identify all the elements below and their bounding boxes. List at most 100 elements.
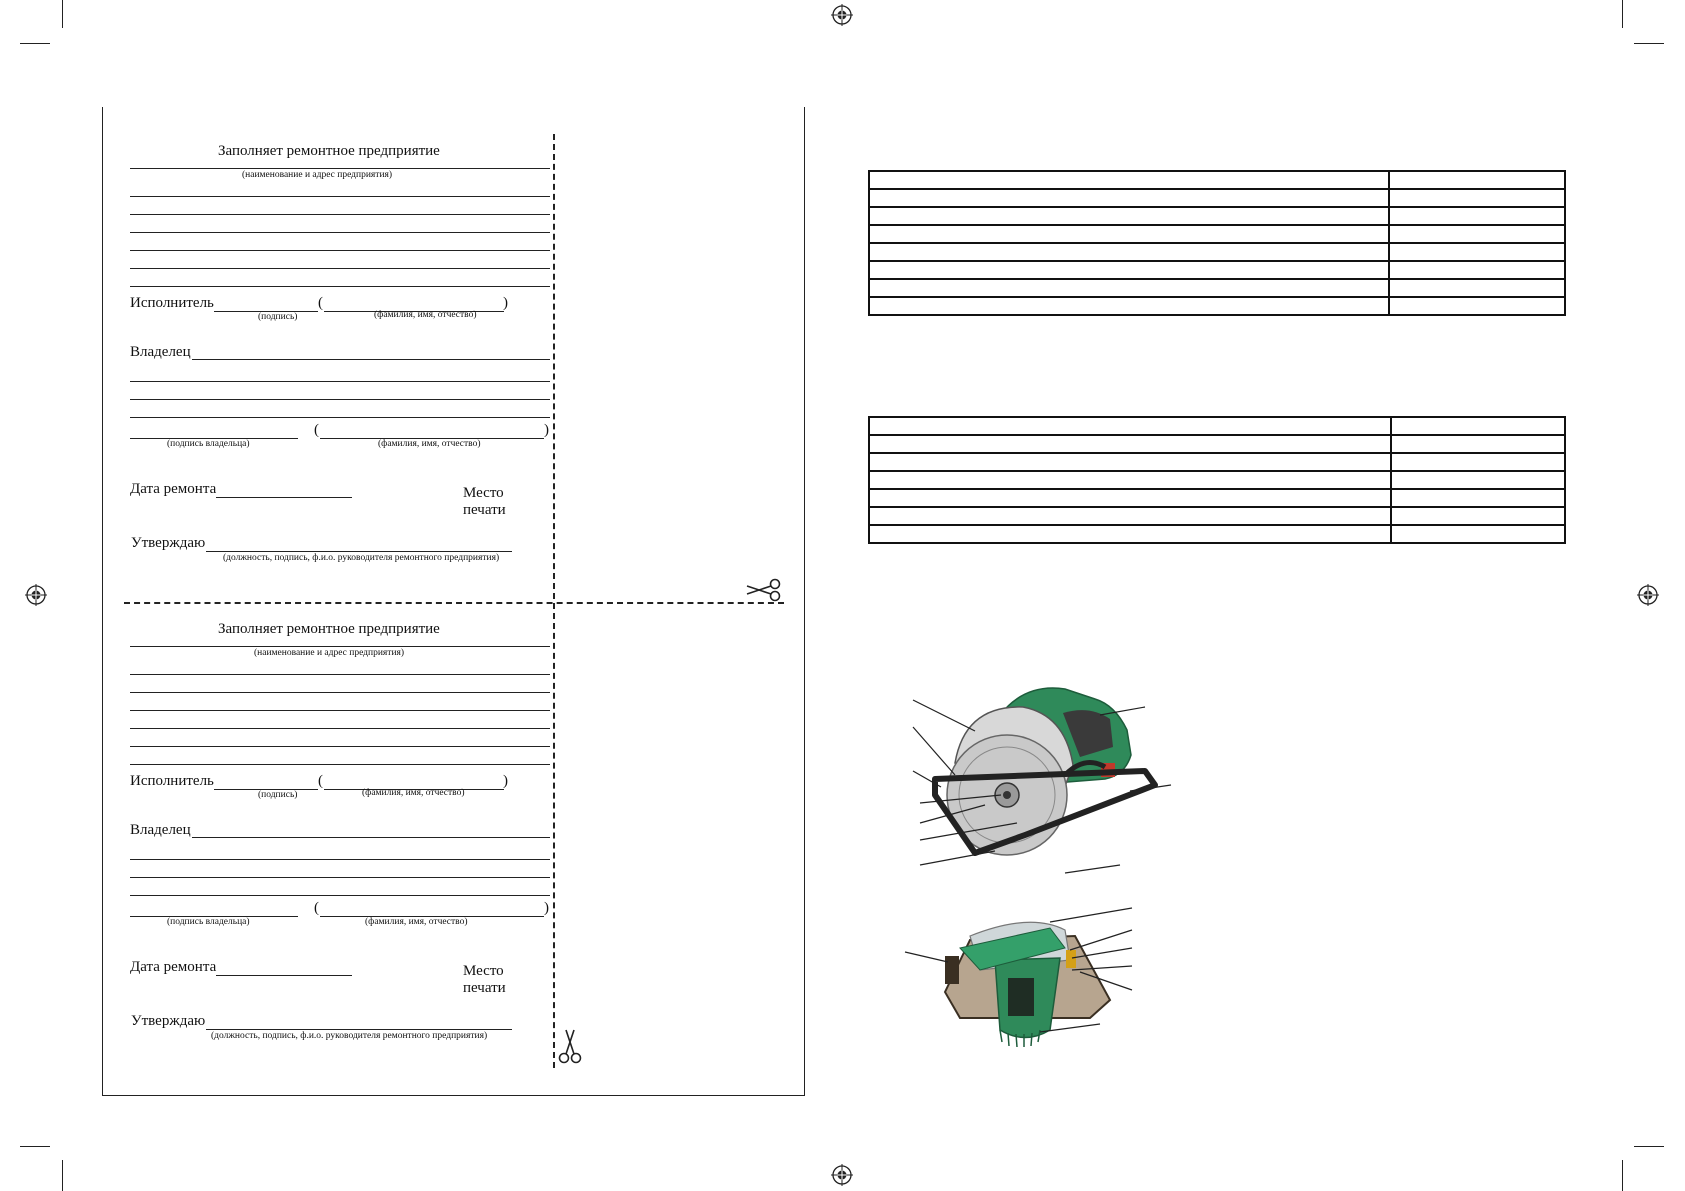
repair-date-line[interactable]	[216, 975, 352, 976]
stamp-place-line2: печати	[463, 502, 506, 518]
table-cell	[868, 260, 1390, 280]
table-cell	[1388, 188, 1566, 208]
table-cell	[1388, 224, 1566, 244]
table-row	[868, 296, 1566, 316]
crop-mark	[1634, 1146, 1664, 1147]
table-cell	[868, 506, 1392, 526]
approve-label: Утверждаю	[131, 1013, 206, 1029]
circular-saw-top-view	[904, 907, 1133, 1048]
owner-fio-caption: (фамилия, имя, отчество)	[378, 439, 481, 449]
registration-mark-icon	[25, 584, 47, 606]
owner-signature-line[interactable]	[130, 916, 298, 917]
fill-line[interactable]	[130, 196, 550, 197]
table-row	[868, 434, 1566, 454]
signature-caption: (подпись)	[258, 312, 298, 322]
table-cell	[868, 524, 1392, 544]
table-cell	[1388, 278, 1566, 298]
owner-label: Владелец	[130, 344, 191, 360]
fill-line[interactable]	[130, 692, 550, 693]
fill-line[interactable]	[130, 746, 550, 747]
fill-line[interactable]	[130, 859, 550, 860]
executor-fio-line[interactable]	[324, 789, 504, 790]
fill-line[interactable]	[130, 268, 550, 269]
table-cell	[1390, 452, 1566, 472]
table-row	[868, 224, 1566, 244]
owner-signature-line[interactable]	[130, 438, 298, 439]
table-cell	[1390, 434, 1566, 454]
approve-line[interactable]	[206, 1029, 512, 1030]
crop-mark	[1634, 43, 1664, 44]
form-heading: Заполняет ремонтное предприятие	[218, 143, 440, 159]
table-cell	[1390, 488, 1566, 508]
approve-caption: (должность, подпись, ф.и.о. руководителя…	[223, 553, 500, 563]
crop-mark	[1622, 0, 1623, 28]
table-cell	[868, 206, 1390, 226]
crop-mark	[62, 0, 63, 28]
signature-caption: (подпись)	[258, 790, 298, 800]
fill-line[interactable]	[130, 214, 550, 215]
paren-close: )	[544, 422, 549, 438]
spec-table-2	[868, 416, 1566, 544]
repair-date-label: Дата ремонта	[130, 959, 217, 975]
approve-line[interactable]	[206, 551, 512, 552]
paren-open: (	[318, 295, 323, 311]
fill-line[interactable]	[130, 286, 550, 287]
fill-line[interactable]	[130, 710, 550, 711]
table-cell	[868, 470, 1392, 490]
paren-open: (	[314, 422, 319, 438]
registration-mark-icon	[831, 1164, 853, 1186]
table-cell	[1388, 296, 1566, 316]
repair-date-line[interactable]	[216, 497, 352, 498]
fill-line[interactable]	[130, 399, 550, 400]
table-cell	[868, 278, 1390, 298]
fill-line[interactable]	[130, 674, 550, 675]
table-row	[868, 242, 1566, 262]
table-row	[868, 206, 1566, 226]
crop-mark	[62, 1160, 63, 1191]
owner-line[interactable]	[192, 359, 550, 360]
fill-line[interactable]	[130, 168, 550, 169]
table-cell	[1388, 170, 1566, 190]
approve-label: Утверждаю	[131, 535, 206, 551]
crop-mark	[1622, 1160, 1623, 1191]
table-row	[868, 260, 1566, 280]
fill-line[interactable]	[130, 381, 550, 382]
fill-line[interactable]	[130, 728, 550, 729]
fio-caption: (фамилия, имя, отчество)	[362, 788, 465, 798]
registration-mark-icon	[1637, 584, 1659, 606]
stamp-place-line2: печати	[463, 980, 506, 996]
paren-open: (	[314, 900, 319, 916]
table-cell	[1388, 260, 1566, 280]
table-cell	[868, 170, 1390, 190]
scissors-icon	[746, 578, 781, 602]
owner-line[interactable]	[192, 837, 550, 838]
table-cell	[868, 224, 1390, 244]
scissors-icon	[558, 1029, 582, 1064]
executor-signature-line[interactable]	[214, 789, 318, 790]
spec-table-1	[868, 170, 1566, 316]
fill-line[interactable]	[130, 232, 550, 233]
fill-line[interactable]	[130, 877, 550, 878]
table-cell	[1388, 206, 1566, 226]
fill-line[interactable]	[130, 764, 550, 765]
fill-line[interactable]	[130, 646, 550, 647]
fill-line[interactable]	[130, 250, 550, 251]
paren-close: )	[503, 295, 508, 311]
form-heading: Заполняет ремонтное предприятие	[218, 621, 440, 637]
executor-fio-line[interactable]	[324, 311, 504, 312]
table-cell	[868, 452, 1392, 472]
table-row	[868, 470, 1566, 490]
table-cell	[868, 296, 1390, 316]
fill-line[interactable]	[130, 417, 550, 418]
table-cell	[1390, 416, 1566, 436]
table-cell	[868, 416, 1392, 436]
repair-date-label: Дата ремонта	[130, 481, 217, 497]
executor-signature-line[interactable]	[214, 311, 318, 312]
paren-open: (	[318, 773, 323, 789]
owner-fio-line[interactable]	[320, 438, 544, 439]
owner-fio-line[interactable]	[320, 916, 544, 917]
crop-mark	[20, 43, 50, 44]
approve-caption: (должность, подпись, ф.и.о. руководителя…	[211, 1031, 488, 1041]
table-cell	[1388, 242, 1566, 262]
fill-line[interactable]	[130, 895, 550, 896]
